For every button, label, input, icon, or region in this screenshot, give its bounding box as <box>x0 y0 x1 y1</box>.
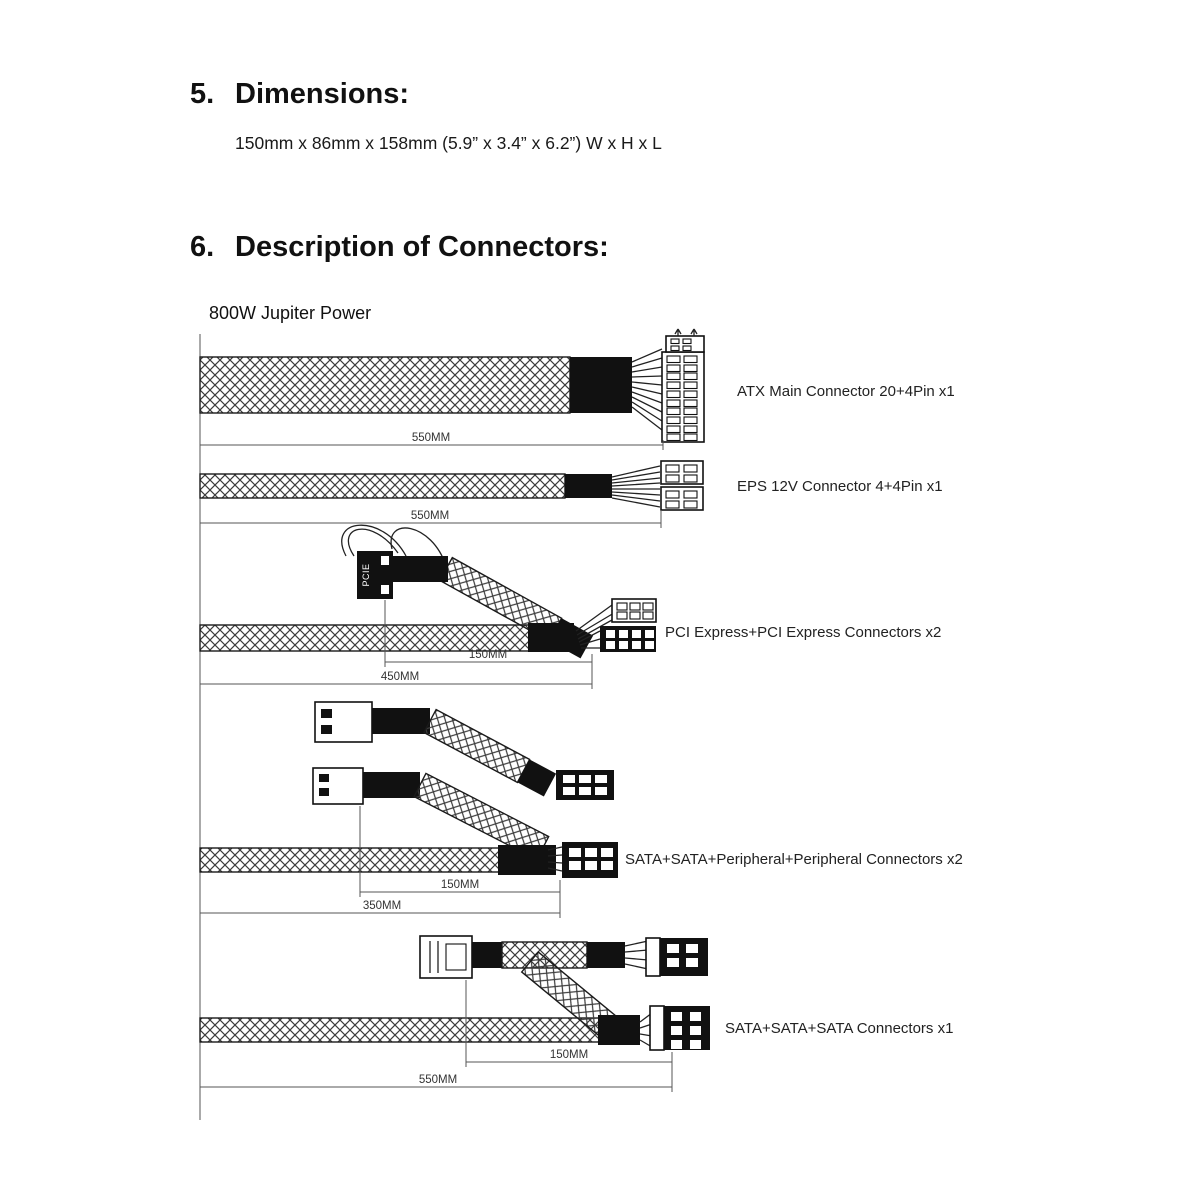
pcie-plug-connector: PCIE <box>357 551 393 599</box>
section-5-heading: 5. Dimensions: <box>190 78 409 111</box>
cable-label: EPS 12V Connector 4+4Pin x1 <box>737 478 943 495</box>
sleeve-end <box>472 942 502 968</box>
braided-sleeve <box>199 356 571 414</box>
pcie-connector-text: PCIE <box>361 563 371 586</box>
atx-pins <box>666 355 698 442</box>
cable-label: PCI Express+PCI Express Connectors x2 <box>665 624 941 641</box>
wire-fan <box>639 1012 653 1048</box>
eps-connector <box>660 460 704 511</box>
sleeve-end <box>517 759 557 797</box>
sleeve-end <box>498 845 556 875</box>
cable-eps: EPS 12V Connector 4+4Pin x1 550MM <box>199 460 943 528</box>
cable-sata: SATA+SATA+SATA Connectors x1 150MM 550MM <box>199 935 953 1092</box>
section-5-title: Dimensions: <box>235 78 410 110</box>
wire-fan <box>624 940 649 970</box>
section-6-title: Description of Connectors: <box>235 231 609 263</box>
wire-fan <box>611 465 661 508</box>
dimension-150mm: 150MM <box>384 600 593 689</box>
dimension-label: 550MM <box>411 510 449 522</box>
dimension-350mm: 350MM <box>199 900 561 918</box>
dimension-150mm: 150MM <box>359 806 561 918</box>
wire-fan <box>547 846 563 872</box>
sata-connector <box>649 1005 710 1051</box>
dimensions-text: 150mm x 86mm x 158mm (5.9” x 3.4” x 6.2”… <box>235 133 662 153</box>
pcie-connector <box>600 598 657 652</box>
sleeve-end <box>570 357 632 413</box>
cable-label: SATA+SATA+Peripheral+Peripheral Connecto… <box>625 851 963 868</box>
dimension-label: 350MM <box>363 900 401 912</box>
dimension-550mm: 550MM <box>199 1074 673 1092</box>
dimension-label: 550MM <box>412 432 450 444</box>
wire-fan <box>631 348 663 431</box>
sleeve-end <box>363 772 420 798</box>
dimension-label: 550MM <box>419 1074 457 1086</box>
sleeve-end <box>587 942 625 968</box>
section-5-number: 5. <box>190 78 215 110</box>
dimension-550mm: 550MM <box>199 432 664 450</box>
braided-sleeve <box>199 1017 601 1043</box>
braided-sleeve <box>199 473 566 499</box>
sata-connector <box>645 937 708 977</box>
section-6-heading: 6. Description of Connectors: <box>190 231 609 264</box>
sleeve-end <box>528 623 574 652</box>
sata-connector <box>562 842 618 878</box>
diagram-title: 800W Jupiter Power <box>209 303 372 323</box>
sleeve-end <box>372 708 430 734</box>
sleeve-end <box>393 556 448 582</box>
cable-label: ATX Main Connector 20+4Pin x1 <box>737 383 955 400</box>
wire-fan <box>575 604 615 649</box>
wire-loops <box>341 524 447 567</box>
braided-sleeve <box>199 624 531 652</box>
dimension-450mm: 450MM <box>199 671 593 689</box>
sleeve-end <box>565 474 612 498</box>
dimension-label: 450MM <box>381 671 419 683</box>
sata-connector <box>419 935 473 979</box>
dimension-label: 150MM <box>550 1049 588 1061</box>
peripheral-connector <box>314 701 373 743</box>
dimension-label: 150MM <box>469 649 507 661</box>
atx-plus4-pins <box>670 338 692 352</box>
sleeve-end <box>598 1015 640 1045</box>
dimension-550mm: 550MM <box>199 510 662 528</box>
peripheral-connector <box>312 767 364 805</box>
cable-sata-peripheral: SATA+SATA+Peripheral+Peripheral Connecto… <box>199 701 963 918</box>
cable-pcie: PCIE PCI Express+PCI Express Connectors … <box>199 524 941 689</box>
dimension-150mm: 150MM <box>465 980 673 1092</box>
braided-sleeve-diagonal <box>422 708 531 784</box>
dimension-label: 150MM <box>441 879 479 891</box>
section-6-number: 6. <box>190 231 215 263</box>
cable-atx: ATX Main Connector 20+4Pin x1 550MM <box>199 328 955 450</box>
braided-sleeve <box>199 847 501 873</box>
cable-label: SATA+SATA+SATA Connectors x1 <box>725 1020 953 1037</box>
atx-connector <box>661 328 705 443</box>
sata-connector <box>556 770 614 800</box>
clip-arrows-icon <box>674 328 698 336</box>
